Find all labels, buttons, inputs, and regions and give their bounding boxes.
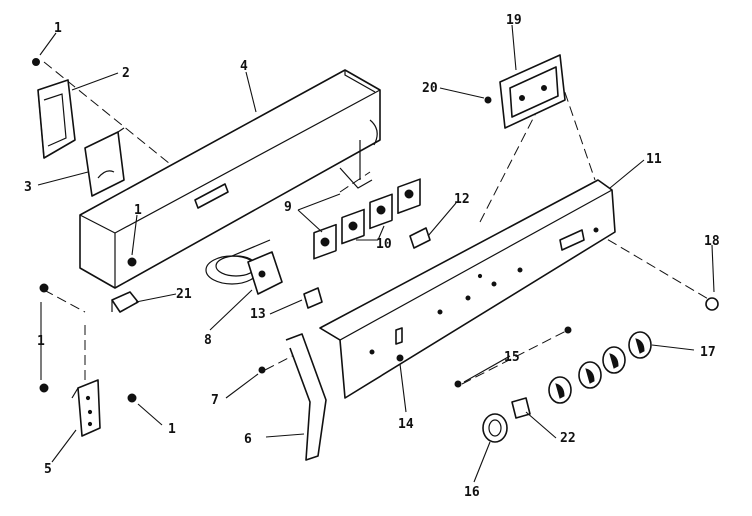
assembly-guide-lines (43, 61, 711, 385)
thermostat (205, 239, 283, 295)
callout-1-bottom: 1 (168, 422, 176, 437)
control-knobs (482, 331, 652, 443)
lower-bracket (71, 379, 101, 437)
mounting-clip (84, 127, 125, 197)
callout-1-top: 1 (54, 21, 62, 36)
callout-18: 18 (704, 234, 720, 249)
callout-6: 6 (244, 432, 252, 447)
end-trim (285, 333, 327, 461)
infinite-switches (313, 178, 421, 260)
callout-7: 7 (211, 393, 219, 408)
side-bracket (37, 79, 76, 159)
callout-15: 15 (504, 350, 520, 365)
callout-labels: 1 2 3 4 1 9 10 12 19 20 11 18 21 8 13 1 … (24, 13, 720, 500)
screws (32, 58, 719, 403)
callout-16: 16 (464, 485, 480, 500)
small-switch (303, 287, 323, 309)
small-bracket (111, 291, 139, 313)
callout-20: 20 (422, 81, 438, 96)
callout-8: 8 (204, 333, 212, 348)
main-control-panel (319, 179, 616, 399)
callout-10: 10 (376, 237, 392, 252)
callout-14: 14 (398, 417, 414, 432)
callout-17: 17 (700, 345, 716, 360)
leader-lines (37, 24, 715, 483)
callout-3: 3 (24, 180, 32, 195)
callout-22: 22 (560, 431, 576, 446)
callout-5: 5 (44, 462, 52, 477)
callout-1-middle: 1 (134, 203, 142, 218)
callout-12: 12 (454, 192, 470, 207)
clock-module (499, 54, 566, 129)
callout-4: 4 (240, 59, 248, 74)
callout-1-left: 1 (37, 334, 45, 349)
indicator-switch (409, 227, 431, 249)
callout-19: 19 (506, 13, 522, 28)
rear-manifold-panel (79, 69, 381, 289)
callout-13: 13 (250, 307, 266, 322)
callout-9: 9 (284, 200, 292, 215)
selector-switch (511, 397, 531, 419)
callout-2: 2 (122, 66, 130, 81)
callout-11: 11 (646, 152, 662, 167)
callout-21: 21 (176, 287, 192, 302)
